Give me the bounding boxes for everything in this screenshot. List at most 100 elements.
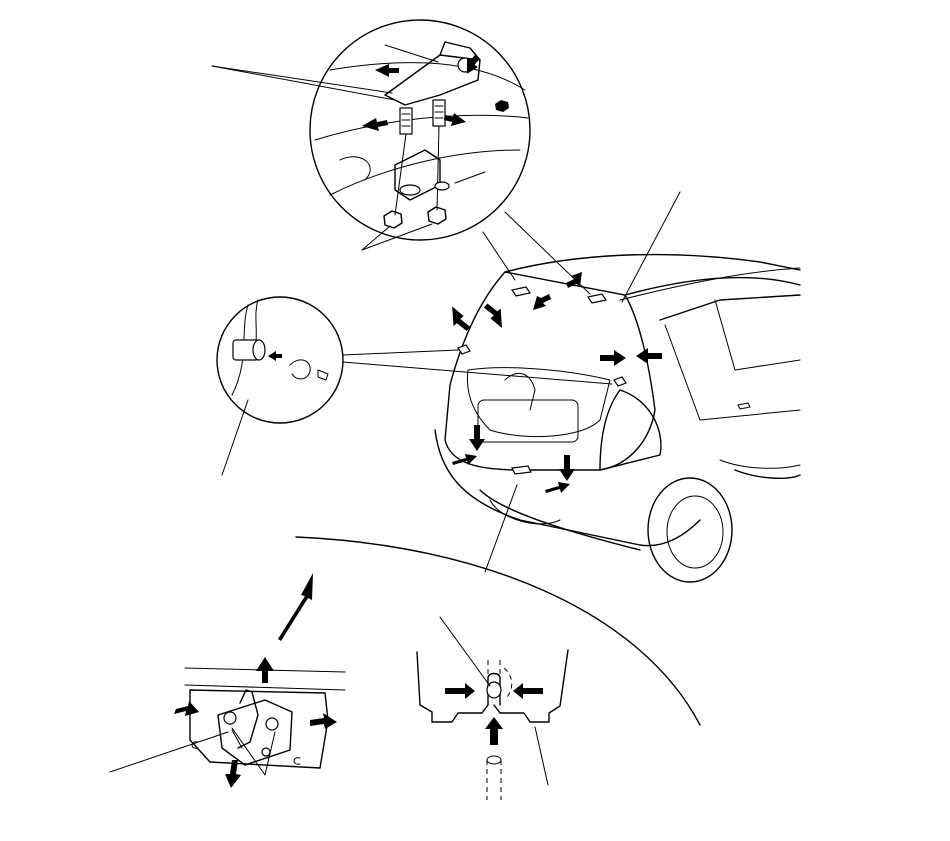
hinge-detail-circle bbox=[309, 19, 531, 241]
leader-striker bbox=[439, 616, 491, 687]
rear-wheel bbox=[647, 477, 733, 583]
link-hinge-left bbox=[482, 231, 516, 281]
arrow-latch-right bbox=[545, 482, 570, 493]
bolt-threads bbox=[401, 105, 444, 127]
rotate-arrow bbox=[289, 359, 311, 380]
hinge-washer bbox=[434, 181, 450, 191]
arrow-right-mid bbox=[444, 113, 466, 126]
hinge-nut-left bbox=[383, 210, 403, 229]
leader-stopper bbox=[221, 399, 249, 476]
latch-body bbox=[217, 699, 293, 766]
leader-hinge-bracket bbox=[384, 44, 439, 63]
hinge-bracket-top bbox=[439, 41, 481, 61]
exhaust bbox=[489, 499, 561, 525]
hinge-cap-right bbox=[587, 293, 607, 304]
roof-rail bbox=[619, 267, 801, 301]
wiper bbox=[504, 372, 536, 411]
rear-window bbox=[466, 367, 611, 437]
leader-latch-screw-2 bbox=[264, 731, 276, 776]
stopper-right bbox=[613, 376, 627, 387]
detail-arc bbox=[295, 536, 701, 726]
latch-screw-1 bbox=[223, 711, 237, 725]
stopper-detail-view bbox=[216, 296, 613, 476]
latch-marker bbox=[511, 465, 532, 475]
hinge-body-hole bbox=[399, 184, 421, 196]
striker-bracket-right bbox=[493, 649, 569, 723]
roof-edge-line bbox=[329, 62, 526, 91]
arrow-latch-down bbox=[225, 760, 241, 788]
arrow-gate-left-in bbox=[452, 306, 471, 331]
panel-curve bbox=[339, 156, 371, 181]
striker-guide-dashed bbox=[486, 760, 502, 800]
arrow-gate-top-1 bbox=[533, 294, 551, 310]
stopper-arrow bbox=[268, 351, 282, 361]
hinge-cap-left bbox=[511, 286, 531, 297]
arrow-gate-top-2 bbox=[566, 272, 582, 288]
hinge-bolt-right bbox=[432, 99, 446, 127]
leader-washer bbox=[454, 171, 486, 184]
leader-glass-edge bbox=[621, 191, 681, 303]
arrow-latch-down-left bbox=[469, 425, 485, 451]
bolt-axis-right bbox=[436, 125, 440, 211]
arrow-left-mid bbox=[362, 118, 388, 131]
bolt-axis-left bbox=[394, 133, 407, 216]
stopper-hollow-arrow bbox=[317, 369, 329, 381]
side-window-frame bbox=[664, 324, 801, 421]
hinge-nut-right bbox=[427, 206, 447, 225]
arrow-gate-left-out bbox=[483, 303, 503, 328]
latch-hook bbox=[237, 689, 259, 749]
arrow-gate-right-out bbox=[636, 348, 662, 364]
plate-recess bbox=[477, 399, 579, 443]
side-top bbox=[624, 276, 801, 296]
side-window-divider bbox=[714, 299, 801, 371]
latch-clip-right bbox=[293, 757, 301, 765]
leader-striker-bracket bbox=[534, 726, 549, 786]
arrow-latch-down-right bbox=[559, 455, 575, 481]
stopper-detail-circle bbox=[216, 296, 344, 424]
side-window-top bbox=[659, 294, 801, 321]
hinge-detail-view bbox=[309, 19, 531, 241]
striker-detail-view bbox=[416, 616, 569, 800]
roof-line bbox=[504, 253, 801, 273]
hinge-bolt-left bbox=[399, 107, 413, 135]
striker-bracket-left bbox=[416, 651, 489, 723]
arrow-striker-up bbox=[485, 717, 503, 745]
leader-latch bbox=[109, 731, 229, 773]
roof-panel-line bbox=[314, 114, 529, 141]
stopper-left bbox=[457, 344, 471, 355]
latch-screw-2 bbox=[265, 717, 279, 731]
rocker-line-2 bbox=[719, 459, 801, 469]
latch-detail-view bbox=[109, 573, 346, 788]
link-stopper-left bbox=[342, 349, 459, 356]
stopper-end bbox=[252, 339, 266, 361]
striker-slot bbox=[487, 672, 501, 706]
link-stopper-right bbox=[342, 361, 613, 385]
bumper-line bbox=[479, 489, 641, 551]
arrow-striker-left bbox=[513, 683, 543, 699]
panel-seam-line bbox=[329, 149, 521, 196]
arrow-right-top bbox=[466, 54, 480, 74]
rocker-line bbox=[734, 469, 801, 479]
latch-panel bbox=[189, 689, 329, 769]
tail-light bbox=[599, 389, 662, 471]
hinge-callouts bbox=[211, 44, 591, 295]
door-handle bbox=[737, 402, 751, 410]
arrow-striker-right bbox=[445, 683, 475, 699]
leader-latch-screw-1 bbox=[231, 727, 266, 776]
latch-screw-3 bbox=[261, 747, 271, 757]
arrow-left-top bbox=[375, 64, 399, 77]
striker-travel-arc bbox=[503, 667, 513, 699]
latch-link bbox=[231, 729, 243, 749]
hinge-marker bbox=[495, 100, 509, 112]
arrow-gate-right-in bbox=[600, 350, 626, 366]
leader-nut-1 bbox=[361, 225, 391, 251]
leader-hinge-bolt-2 bbox=[211, 65, 393, 94]
arrow-latch-out-right bbox=[310, 713, 337, 729]
arrow-latch-left bbox=[452, 454, 477, 465]
arrow-latch-out-left bbox=[174, 701, 199, 716]
striker-guide-top bbox=[486, 755, 502, 765]
latch-panel-top-2 bbox=[184, 684, 346, 691]
arrow-forward bbox=[278, 573, 313, 641]
